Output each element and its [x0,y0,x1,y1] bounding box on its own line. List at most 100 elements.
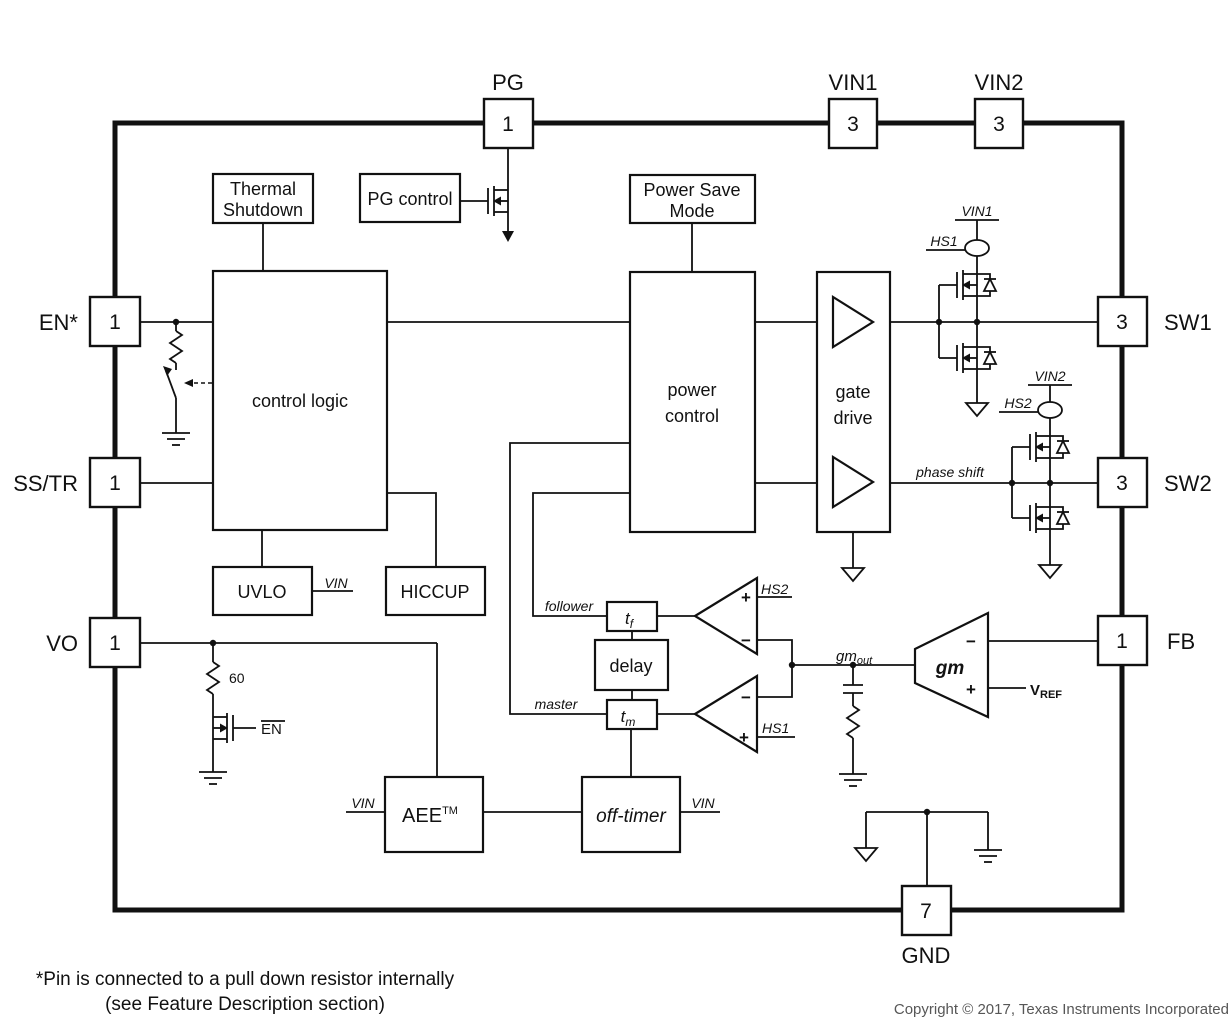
pin-fb-number: 1 [1116,630,1128,653]
pin-pg-number: 1 [502,113,514,136]
ground-icon [1038,564,1062,579]
resistor-symbol [846,705,860,739]
net-vo [140,639,438,785]
label-hs1-stage: HS1 [930,233,957,249]
body-diode-symbol [1049,435,1070,459]
power-save-label: Power Save [643,180,740,200]
footnote-line1: *Pin is connected to a pull down resisto… [36,969,455,990]
power-stage-sw1 [926,219,999,417]
net-hiccup [387,492,437,567]
level-shift-icon [1037,401,1063,419]
mosfet-symbol [487,184,509,218]
pin-en-label: EN* [39,310,79,335]
pin-vo-label: VO [46,631,78,656]
uvlo-label: UVLO [237,582,286,602]
label-master: master [535,696,579,712]
pin-fb-label: FB [1167,629,1195,654]
buffer-icon [831,455,876,509]
gate-drive-label: gate [835,382,870,402]
tf-label: tf [625,609,635,631]
power-control-label: power [667,380,716,400]
mosfet-symbol [956,341,978,375]
label-vin1-stage: VIN1 [961,203,992,219]
resistor-symbol [169,330,183,364]
chip-border [112,120,1125,913]
label-en-bar: EN [261,721,282,738]
body-diode-symbol [1049,506,1070,530]
net-follower [532,492,630,617]
label-hs2-comp: HS2 [761,581,788,597]
hiccup-label: HICCUP [400,582,469,602]
block-power-control: power control [628,270,757,534]
thermal-shutdown-label: Thermal [230,179,296,199]
pin-pg-label: PG [492,70,524,95]
ground-icon [198,771,228,785]
pin-sw2-label: SW2 [1164,471,1212,496]
block-uvlo: UVLO [211,565,314,617]
block-tf: tf [605,600,659,633]
ground-icon [161,432,191,446]
mosfet-symbol [956,268,978,302]
pin-en: 1 EN* [39,295,142,348]
label-vin-uvlo: VIN [324,575,348,591]
net-timer-chain [631,615,695,715]
block-delay: delay [593,638,670,692]
plus-sign: + [739,728,749,747]
pin-gnd-number: 7 [920,900,932,923]
pin-vin1-number: 3 [847,113,859,136]
plus-sign: + [741,588,751,607]
minus-sign: − [741,688,751,707]
comparator-master: − + [692,674,759,754]
net-sw2 [890,479,1098,487]
net-master [509,442,630,715]
label-vin-aee: VIN [351,795,375,811]
off-timer-label: off-timer [596,806,666,827]
pin-fb: 1 FB [1096,614,1195,667]
net-aee-offtimer [346,728,720,813]
net-en [140,318,213,446]
pin-vin2-number: 3 [993,113,1005,136]
minus-sign: − [966,632,976,651]
pin-vin2-label: VIN2 [975,70,1024,95]
block-gate-drive: gate drive [815,270,892,534]
thermal-shutdown-label2: Shutdown [223,200,303,220]
net-power-to-gatedrive [755,321,817,484]
mosfet-symbol [212,711,234,745]
body-diode-symbol [976,346,997,370]
pin-sstr: 1 SS/TR [13,456,142,509]
label-vin2-stage: VIN2 [1034,368,1065,384]
pin-sstr-label: SS/TR [13,471,78,496]
mosfet-symbol [1029,430,1051,464]
block-hiccup: HICCUP [384,565,487,617]
pin-sw1-label: SW1 [1164,310,1212,335]
pin-vin1: 3 VIN1 [827,70,879,150]
pin-vo: 1 VO [46,616,142,669]
block-pg-control: PG control [358,172,462,224]
label-gm-out: gmout [836,648,873,667]
net-uvlo [261,530,353,592]
label-pulldown-value: 60 [229,670,245,686]
label-vin-offtimer: VIN [691,795,715,811]
label-vref: VREF [1030,682,1062,701]
pin-sw1: 3 SW1 [1096,295,1212,348]
power-stage-sw2 [999,384,1072,579]
pin-sw1-number: 3 [1116,311,1128,334]
footnote-line2: (see Feature Description section) [105,994,385,1015]
net-gatedrive-ground [841,532,865,582]
net-gm [988,640,1098,689]
ground-icon [854,847,878,862]
ground-icon [973,849,1003,863]
copyright: Copyright © 2017, Texas Instruments Inco… [894,1001,1229,1018]
pg-control-label: PG control [367,189,452,209]
block-off-timer: off-timer [580,775,682,854]
net-pg [460,148,514,242]
ground-icon [965,402,989,417]
mosfet-symbol [1029,501,1051,535]
control-logic-label: control logic [252,391,348,411]
level-shift-icon [964,239,990,257]
block-tm: tm [605,698,659,731]
comparator-follower: + − [692,576,759,656]
block-power-save-mode: Power Save Mode [628,173,757,225]
block-aee: AEETM [383,775,485,854]
